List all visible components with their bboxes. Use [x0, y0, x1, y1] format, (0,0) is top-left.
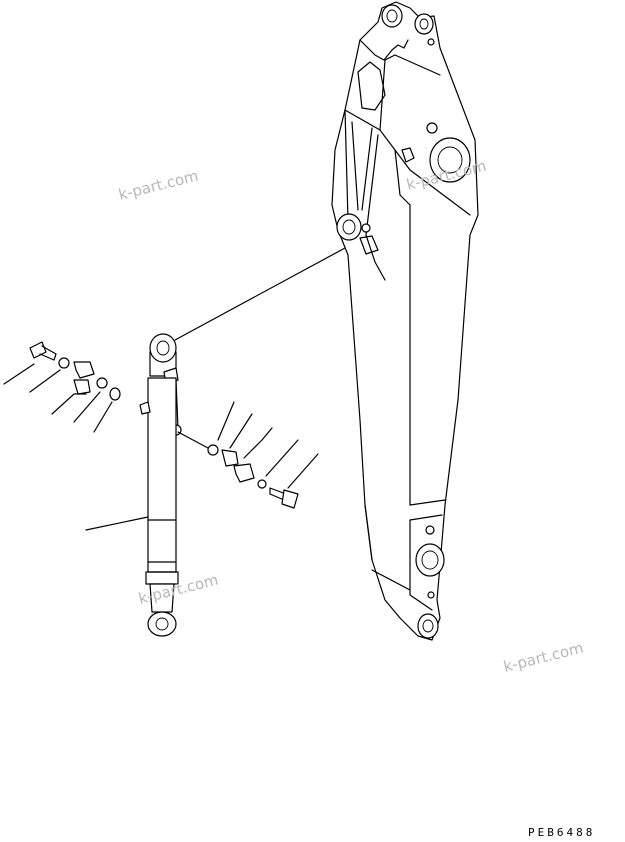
watermark-1: k-part.com: [117, 167, 201, 204]
shim-left: [109, 387, 121, 401]
left-hardware-group: [3, 341, 121, 433]
washer-left-2: [96, 377, 108, 389]
drawing-code: PEB6488: [528, 826, 595, 839]
cylinder-head-eye: [149, 333, 177, 363]
bucket-cylinder: [139, 333, 182, 637]
washer-left: [58, 357, 70, 369]
arm-top-pin-boss-right: [414, 13, 434, 35]
shim-right: [207, 444, 219, 456]
arm-bucket-link-boss: [415, 543, 445, 577]
washer-right: [257, 479, 267, 489]
arm-assembly: [331, 1, 479, 641]
right-hardware-group: [177, 401, 319, 509]
lock-plate-left-a: [73, 361, 95, 379]
leader-cylinder-tube: [85, 516, 149, 531]
arm-cylinder-mount-boss: [336, 213, 362, 241]
lock-plate-left-b: [73, 379, 91, 395]
arm-body: [331, 1, 479, 641]
arm-bucket-pin-boss: [417, 613, 439, 639]
watermark-4: k-part.com: [502, 639, 586, 676]
leader-cylinder-to-arm: [174, 247, 346, 341]
lock-plate-right-a: [221, 449, 239, 467]
arm-top-pin-boss-left: [381, 4, 403, 28]
lock-plate-right-b: [233, 463, 255, 483]
cylinder-rod: [149, 583, 175, 613]
cylinder-tube: [147, 377, 177, 573]
arm-boom-pin-boss: [429, 137, 471, 183]
cylinder-bottom-eye: [147, 611, 177, 637]
